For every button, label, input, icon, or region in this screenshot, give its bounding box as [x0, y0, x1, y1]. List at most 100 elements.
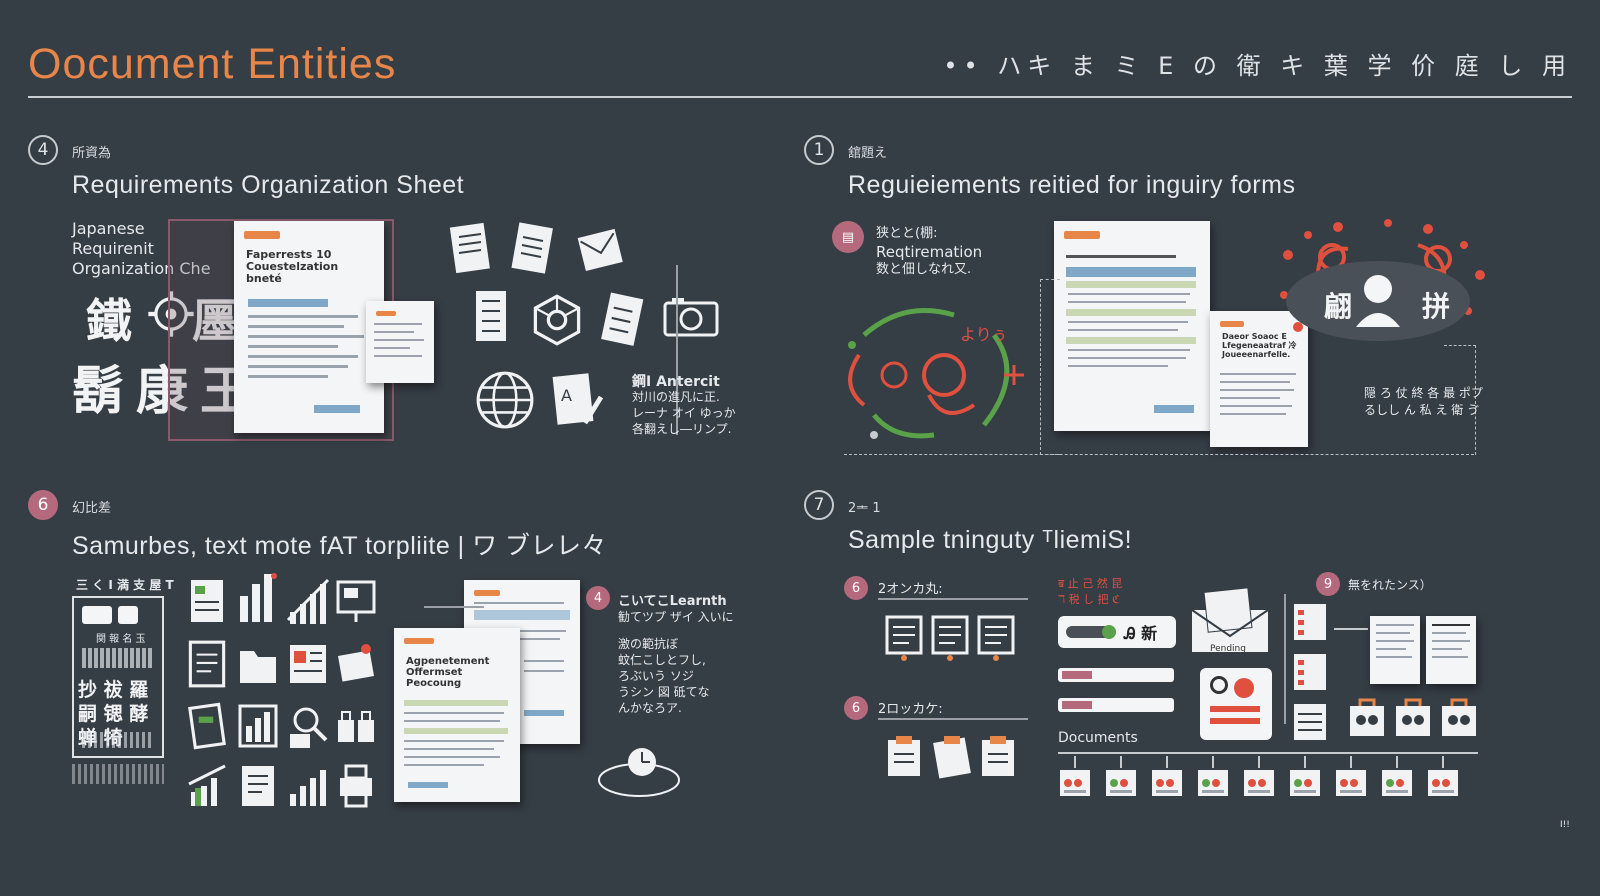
- section-sample-inquiry: 7 2ᆂ 1 Sample tninguty ᵀliemiS! 6 2オンカ丸:…: [804, 490, 1564, 830]
- section-kicker: 舘題え: [848, 146, 888, 161]
- result-document: [1426, 616, 1476, 684]
- document-edit-icon: A: [544, 367, 606, 433]
- step-badge: 6: [844, 696, 868, 720]
- section-kicker: 2ᆂ 1: [848, 501, 881, 516]
- document-card-icon: [1288, 756, 1322, 800]
- clipboard-icon: [884, 734, 924, 780]
- note-subtitle: 勧てツプ ザイ 入いに: [618, 610, 734, 624]
- section-number: 1: [804, 135, 834, 165]
- note-text: 対川の進凡に正. レーナ オイ ゆっか 各翻えし―リンプ.: [632, 390, 736, 436]
- report-icon: [286, 638, 330, 690]
- paper-icon: [186, 700, 228, 752]
- tag-icon: [334, 638, 378, 690]
- pending-label: Pending: [1210, 644, 1246, 654]
- sample-card: 関 報 名 玉 抄 祓 羅 嗣 锶 酵 蝉 犄: [72, 596, 164, 758]
- header-subtitle: •• ハキ ま ミ E の 衛 キ 葉 学 价 庭 し 用: [943, 52, 1572, 80]
- notes-icon: [594, 289, 648, 351]
- kanji-glyph: 翩: [1324, 290, 1353, 323]
- connector-line: [676, 265, 678, 435]
- form-card-icon: [930, 614, 970, 662]
- network-icon: [530, 293, 584, 347]
- briefcase-icon: [1348, 694, 1386, 738]
- briefcase-icon: [1394, 694, 1432, 738]
- document-card-icon: [1058, 756, 1092, 800]
- document-card-icon: [1426, 756, 1460, 800]
- document-card-icon: [1104, 756, 1138, 800]
- loop-label: よりぅ: [960, 325, 1008, 344]
- svg-text:A: A: [561, 386, 572, 405]
- list-icon: [1292, 652, 1328, 692]
- section-kicker: 所資為: [72, 146, 112, 161]
- divider: [878, 718, 1028, 720]
- documents-row: [1058, 756, 1478, 806]
- list-icon: [1292, 602, 1328, 642]
- note-text: 隠 ろ 仗 終 各 最 ポプ るしし ん 私 え 衛 ゔ: [1364, 386, 1483, 417]
- kanji-glyph: 拼: [1422, 290, 1451, 323]
- dashed-connector: [1444, 345, 1476, 455]
- toggle-card[interactable]: Ꭿ 新: [1058, 616, 1176, 648]
- side-label: Japanese Requirenit Organization Che: [72, 219, 211, 278]
- bar-chart-icon: [236, 570, 280, 626]
- globe-icon: [474, 369, 536, 431]
- bar-chart-icon: [236, 700, 280, 752]
- clipboard-icon: ▤: [832, 221, 864, 253]
- detail-document: Daeor Soaoc E Lfegeneaatraf 冷 Joueeenarf…: [1210, 311, 1308, 447]
- clipboard-icon: [978, 734, 1018, 780]
- gear-icon: [144, 287, 198, 341]
- requirements-document: Faperrests 10 Couestelzation bneté: [234, 221, 384, 433]
- result-document: [1370, 616, 1420, 684]
- clock-icon: [594, 740, 684, 802]
- camera-icon: [662, 295, 720, 339]
- workflow-loop-icon: [834, 295, 1034, 445]
- growth-chart-icon: [286, 576, 330, 626]
- user-splash-icon: [1268, 215, 1490, 347]
- growth-chart-icon: [286, 762, 330, 810]
- progress-row: [1058, 668, 1174, 682]
- kanji-glyph: 㕓: [192, 294, 238, 348]
- document-icon: [236, 762, 280, 810]
- user-profile-card: [1200, 668, 1272, 740]
- progress-row: [1058, 698, 1174, 712]
- clipboard-icon: [930, 734, 974, 780]
- kanji-glyph: 鐵: [86, 294, 132, 348]
- status-label: ॿ 止 己 然 昆 ℸ 税 し 把 ℭ: [1058, 577, 1123, 606]
- document-card-icon: [1196, 756, 1230, 800]
- page-title: Oocument Entities: [28, 40, 397, 88]
- step-badge: 6: [844, 576, 868, 600]
- arrow-line: [1334, 628, 1368, 630]
- section-kicker: 幻比差: [72, 501, 112, 516]
- documents-label: Documents: [1058, 730, 1138, 746]
- document-icon: [186, 638, 228, 690]
- form-card-icon: [884, 614, 924, 662]
- divider: [878, 598, 1028, 600]
- slides-icon: [334, 576, 378, 626]
- requirement-label: 狭とと(棚: Reqtiremation 数と佃しなれ又.: [876, 226, 983, 277]
- section-number: 6: [28, 490, 58, 520]
- checklist-icon: [466, 285, 516, 349]
- section-requirements-sheet: 4 所資為 Requirements Organization Sheet Ja…: [28, 135, 788, 495]
- bags-icon: [334, 700, 378, 752]
- note-text: 激の範抗ぼ 蚊仁こしとフし, ろぶいう ソジ うシン 図 砥てな んかなろア.: [618, 637, 710, 715]
- list-icon: [1292, 702, 1328, 742]
- small-document: [366, 301, 434, 383]
- document-card-icon: [1334, 756, 1368, 800]
- document-card-icon: [1150, 756, 1184, 800]
- connector-line: [1284, 594, 1286, 724]
- dashed-connector: [844, 453, 1474, 455]
- card-footnote: [72, 764, 164, 784]
- section-inquiry-forms: 1 舘題え Reguieiements reitied for inguiry …: [804, 135, 1564, 495]
- envelope-icon: [1188, 584, 1272, 656]
- printer-icon: [334, 762, 378, 810]
- page-number: Ⅰ!!: [1560, 820, 1570, 830]
- section-samples-text: 6 幻比差 Samurbes, text mote fAT torpliite …: [28, 490, 788, 830]
- note-title: 鋼I Antercit: [632, 374, 720, 390]
- documents-divider: [1058, 752, 1478, 754]
- card-heading: 三 く I 満 支 屋 T: [76, 578, 174, 592]
- group-label: 無をれたンス）: [1348, 578, 1432, 592]
- document-card-icon: [1242, 756, 1276, 800]
- section-title: Requirements Organization Sheet: [72, 171, 465, 199]
- section-number: 4: [28, 135, 58, 165]
- search-icon: [286, 700, 330, 752]
- kanji-glyph: 鬍: [72, 362, 125, 422]
- envelope-icon: [572, 219, 628, 279]
